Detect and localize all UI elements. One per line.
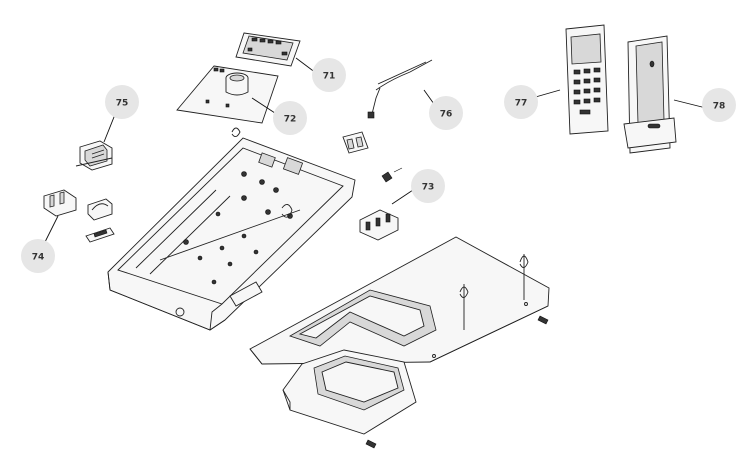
callout-76: 76	[429, 96, 463, 130]
callout-71: 71	[312, 58, 346, 92]
callout-73: 73	[411, 169, 445, 203]
board-72	[176, 65, 279, 124]
callout-72: 72	[273, 101, 307, 135]
electrical-box	[107, 127, 356, 331]
cover-plate	[249, 236, 550, 365]
remote-holder-78	[623, 35, 677, 154]
terminal-block-73	[342, 131, 403, 241]
svg-text:74: 74	[32, 253, 45, 263]
callout-78: 78	[702, 88, 736, 122]
svg-text:78: 78	[713, 102, 726, 112]
svg-text:72: 72	[284, 115, 297, 125]
transformer-75	[75, 140, 113, 171]
terminal-parts-74	[43, 189, 115, 243]
callout-74: 74	[21, 239, 55, 273]
remote-control-77	[565, 24, 609, 135]
callout-75: 75	[105, 85, 139, 119]
svg-text:73: 73	[422, 183, 435, 193]
sensor-cable-76	[367, 59, 433, 119]
pcb-71	[235, 32, 301, 67]
svg-text:71: 71	[323, 72, 336, 82]
callout-77: 77	[504, 85, 538, 119]
svg-text:77: 77	[515, 99, 528, 109]
lower-cover	[282, 349, 417, 449]
svg-text:76: 76	[440, 110, 453, 120]
svg-text:75: 75	[116, 99, 129, 109]
